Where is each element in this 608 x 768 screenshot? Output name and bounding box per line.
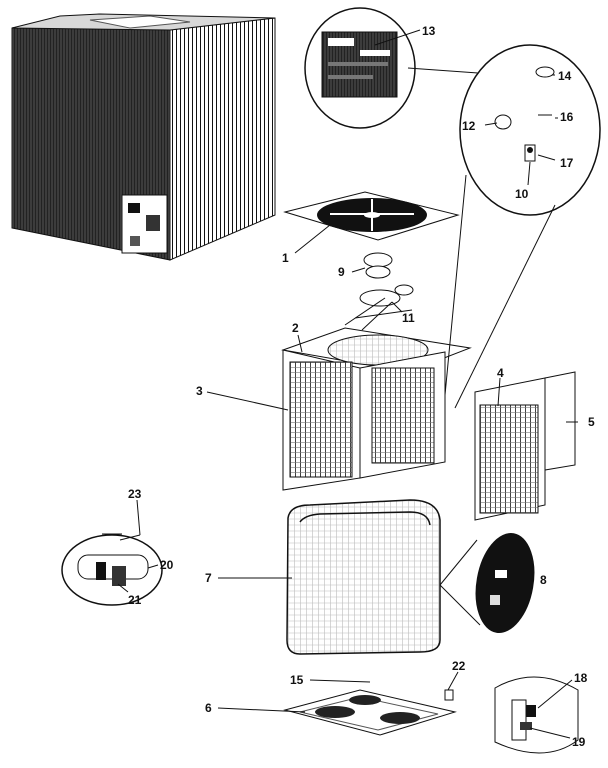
leader-lines	[117, 29, 578, 739]
callout-7: 7	[205, 571, 212, 585]
assembled-condenser-unit	[11, 13, 276, 261]
callout-2: 2	[292, 321, 299, 335]
callout-21: 21	[128, 593, 142, 607]
callout-6: 6	[205, 701, 212, 715]
callout-9: 9	[338, 265, 345, 279]
accumulator-detail	[494, 676, 579, 754]
callout-5: 5	[588, 415, 595, 429]
callout-3: 3	[196, 384, 203, 398]
callout-1: 1	[282, 251, 289, 265]
condenser-coil	[286, 499, 441, 655]
callout-22: 22	[452, 659, 466, 673]
callout-23: 23	[128, 487, 142, 501]
callout-11: 11	[402, 311, 415, 325]
valve-detail-circle	[61, 533, 163, 606]
label-detail-circle	[304, 7, 507, 129]
callout-17: 17	[560, 156, 574, 170]
callout-4: 4	[497, 366, 504, 380]
callout-18: 18	[574, 671, 588, 685]
callout-13: 13	[422, 24, 436, 38]
callout-10: 10	[515, 187, 529, 201]
fan-motor-bracket	[344, 284, 414, 331]
base-pan	[283, 689, 457, 736]
callout-12: 12	[462, 119, 476, 133]
control-detail-circle	[444, 44, 601, 409]
callout-15: 15	[290, 673, 304, 687]
callout-20: 20	[160, 558, 174, 572]
callout-16: 16	[560, 110, 574, 124]
cabinet-top-and-panels	[281, 327, 472, 491]
fan-grille	[283, 191, 460, 241]
callout-labels: 1 2 3 4 5 6 7 8 9 10 11 12 13 14 15 16 1…	[128, 24, 595, 749]
side-panel	[474, 371, 576, 521]
compressor-detail	[439, 533, 535, 633]
callout-8: 8	[540, 573, 547, 587]
callout-19: 19	[572, 735, 586, 749]
callout-14: 14	[558, 69, 572, 83]
fan-blade	[363, 252, 393, 279]
